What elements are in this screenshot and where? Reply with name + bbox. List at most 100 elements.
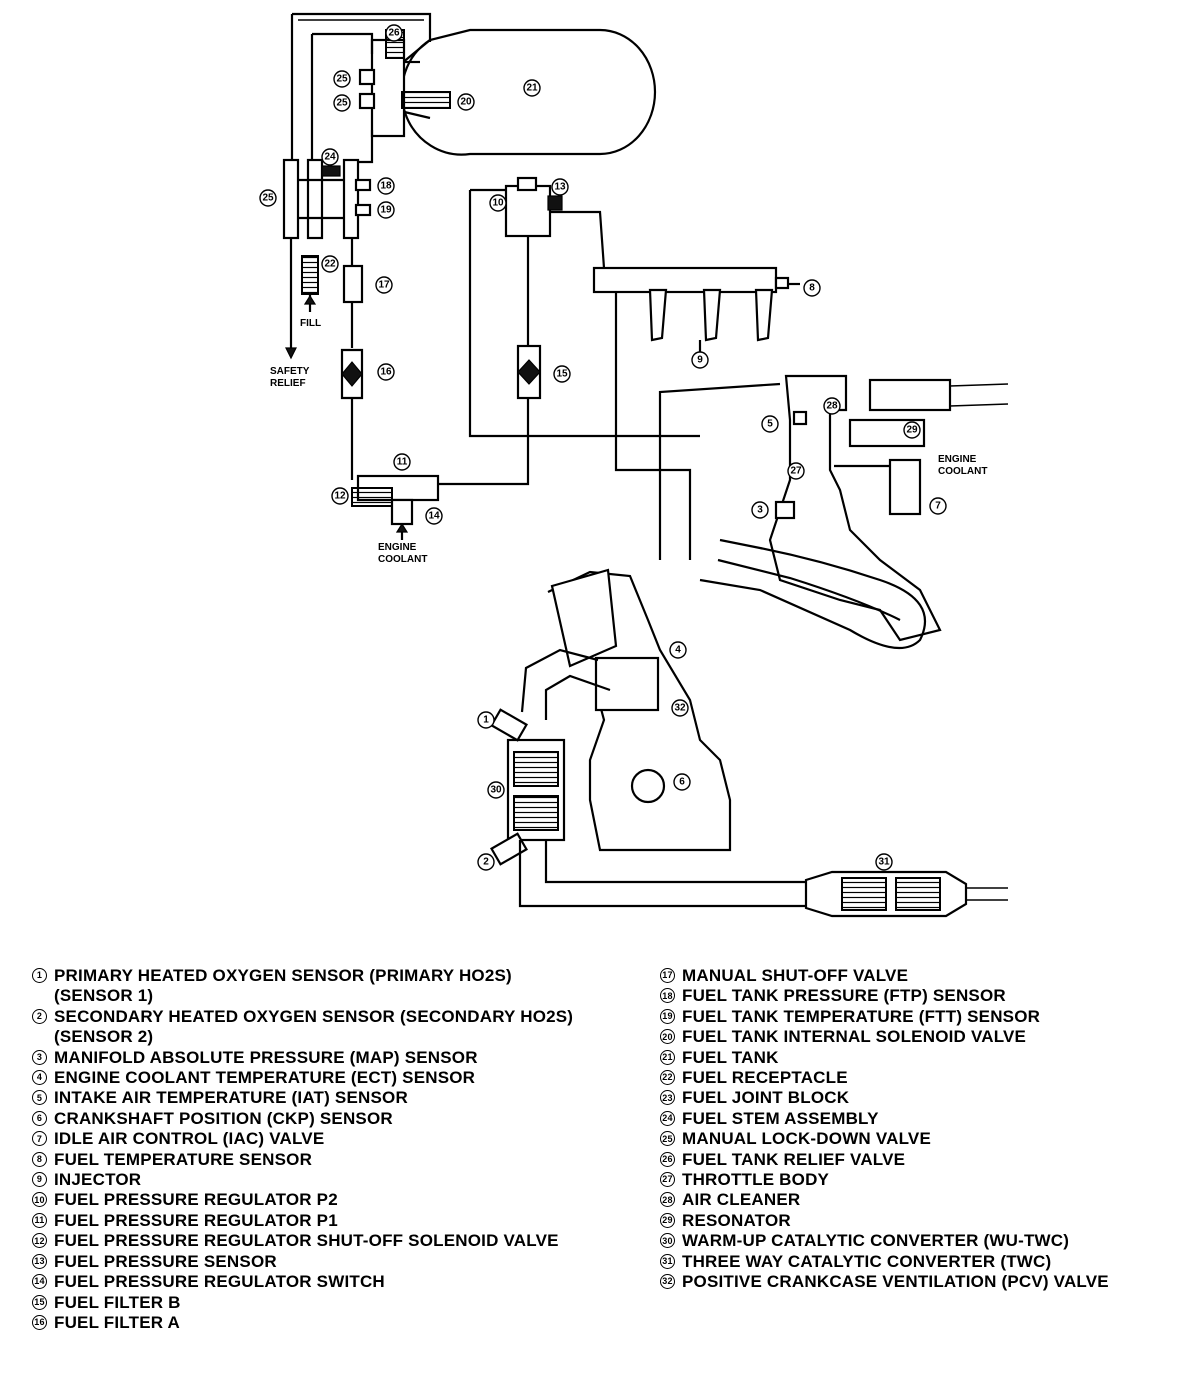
legend-item: 8 FUEL TEMPERATURE SENSOR bbox=[32, 1150, 592, 1170]
svg-text:29: 29 bbox=[906, 425, 918, 436]
legend-text: AIR CLEANER bbox=[682, 1190, 801, 1210]
legend-text: FUEL PRESSURE REGULATOR SWITCH bbox=[54, 1272, 385, 1292]
svg-text:18: 18 bbox=[380, 181, 392, 192]
legend-number: 19 bbox=[660, 1008, 675, 1024]
svg-text:14: 14 bbox=[428, 511, 440, 522]
legend-number: 6 bbox=[32, 1110, 47, 1126]
legend-text: FUEL TEMPERATURE SENSOR bbox=[54, 1149, 313, 1169]
svg-text:20: 20 bbox=[460, 97, 472, 108]
callout-11: 11 bbox=[393, 453, 411, 471]
legend-number: 22 bbox=[660, 1070, 675, 1086]
svg-text:22: 22 bbox=[324, 259, 336, 270]
return-line bbox=[614, 292, 692, 560]
legend-text: FUEL RECEPTACLE bbox=[682, 1068, 848, 1088]
legend-text: ENGINE COOLANT TEMPERATURE (ECT) SENSOR bbox=[54, 1068, 476, 1088]
legend-number: 21 bbox=[660, 1049, 675, 1065]
legend-text: FUEL TANK bbox=[682, 1047, 779, 1067]
legend-number: 10 bbox=[32, 1192, 47, 1208]
legend-text: RESONATOR bbox=[682, 1210, 791, 1230]
legend-item: 10 FUEL PRESSURE REGULATOR P2 bbox=[32, 1190, 592, 1210]
svg-text:11: 11 bbox=[397, 457, 408, 468]
legend-number: 25 bbox=[660, 1131, 675, 1147]
legend-number: 28 bbox=[660, 1192, 675, 1208]
legend-number: 23 bbox=[660, 1090, 675, 1106]
svg-text:28: 28 bbox=[826, 401, 838, 412]
legend-text: FUEL FILTER B bbox=[54, 1292, 181, 1312]
engine-coolant-right-line1: ENGINE bbox=[938, 454, 977, 465]
legend-text: FUEL STEM ASSEMBLY bbox=[682, 1108, 879, 1128]
legend-number: 7 bbox=[32, 1131, 47, 1147]
callout-26: 26 bbox=[385, 24, 403, 42]
callout-1: 1 bbox=[477, 711, 495, 729]
manual-shut-off-valve bbox=[342, 264, 364, 304]
intake-runner bbox=[699, 538, 926, 650]
intake-system bbox=[768, 374, 1009, 642]
fuel-rail bbox=[592, 266, 800, 294]
fuel-filter-b bbox=[516, 232, 542, 400]
svg-text:31: 31 bbox=[878, 857, 890, 868]
legend-number: 20 bbox=[660, 1029, 675, 1045]
callout-3: 3 bbox=[751, 501, 769, 519]
legend-number: 24 bbox=[660, 1110, 675, 1126]
exhaust-pipe bbox=[518, 840, 806, 908]
callout-27: 27 bbox=[787, 462, 805, 480]
legend-text: IDLE AIR CONTROL (IAC) VALVE bbox=[54, 1129, 325, 1149]
svg-text:5: 5 bbox=[767, 419, 773, 430]
callout-28: 28 bbox=[823, 397, 841, 415]
legend-text: MANUAL LOCK-DOWN VALVE bbox=[682, 1129, 931, 1149]
callout-30: 30 bbox=[487, 781, 505, 799]
legend-item: 24 FUEL STEM ASSEMBLY bbox=[660, 1109, 1190, 1129]
legend-item: 21 FUEL TANK bbox=[660, 1048, 1190, 1068]
callout-4: 4 bbox=[669, 641, 687, 659]
line-to-fuel-rail bbox=[550, 210, 606, 269]
legend-item: 15 FUEL FILTER B bbox=[32, 1293, 592, 1313]
legend-item: 14 FUEL PRESSURE REGULATOR SWITCH bbox=[32, 1272, 592, 1292]
callout-25-side: 25 bbox=[259, 189, 277, 207]
svg-text:6: 6 bbox=[679, 777, 685, 788]
legend-number: 1 bbox=[32, 968, 47, 983]
safety-relief-label-line1: SAFETY bbox=[270, 366, 310, 377]
legend-text: THREE WAY CATALYTIC CONVERTER (TWC) bbox=[682, 1251, 1052, 1271]
legend-number: 12 bbox=[32, 1233, 47, 1249]
legend-number: 32 bbox=[660, 1274, 675, 1290]
svg-text:21: 21 bbox=[526, 83, 538, 94]
tank-valve-block bbox=[358, 29, 451, 138]
svg-text:17: 17 bbox=[378, 280, 390, 291]
fuel-filter-a bbox=[340, 348, 364, 480]
legend-text: FUEL PRESSURE REGULATOR SHUT-OFF SOLENOI… bbox=[54, 1231, 559, 1251]
three-way-catalytic-converter bbox=[804, 870, 1008, 918]
callout-21: 21 bbox=[523, 79, 541, 97]
legend-item: 12 FUEL PRESSURE REGULATOR SHUT-OFF SOLEN… bbox=[32, 1231, 592, 1251]
legend-number: 14 bbox=[32, 1274, 47, 1290]
svg-text:8: 8 bbox=[809, 283, 815, 294]
callout-17: 17 bbox=[375, 276, 393, 294]
legend-number: 15 bbox=[32, 1294, 47, 1310]
callout-19: 19 bbox=[377, 201, 395, 219]
legend-text: FUEL PRESSURE REGULATOR P2 bbox=[54, 1190, 338, 1210]
svg-text:24: 24 bbox=[324, 152, 336, 163]
engine-coolant-right-line2: COOLANT bbox=[938, 466, 987, 477]
legend-number: 8 bbox=[32, 1151, 47, 1167]
svg-text:30: 30 bbox=[490, 785, 502, 796]
legend-number: 30 bbox=[660, 1233, 675, 1249]
callouts: 1 2 3 4 5 6 7 8 9 10 11 12 13 14 15 16 1… bbox=[259, 24, 947, 871]
svg-text:32: 32 bbox=[674, 703, 686, 714]
warm-up-catalytic-converter bbox=[490, 708, 566, 866]
engine-coolant-left-line1: ENGINE bbox=[378, 542, 417, 553]
legend-text: SECONDARY HEATED OXYGEN SENSOR (SECONDAR… bbox=[54, 1006, 574, 1047]
callout-15: 15 bbox=[553, 365, 571, 383]
callout-8: 8 bbox=[803, 279, 821, 297]
svg-text:7: 7 bbox=[935, 501, 941, 512]
svg-text:25: 25 bbox=[336, 74, 348, 85]
legend-text: FUEL PRESSURE SENSOR bbox=[54, 1251, 277, 1271]
